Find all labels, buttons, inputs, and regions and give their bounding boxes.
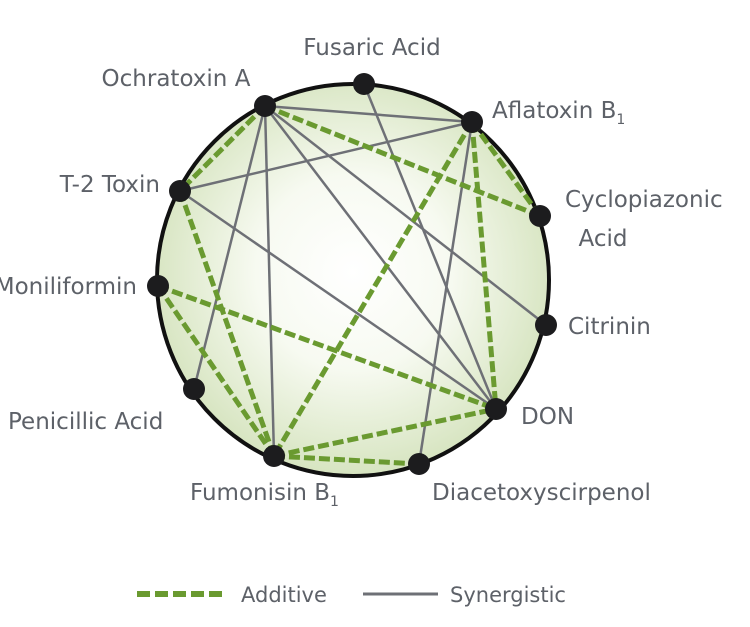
edge-synergistic-aflatoxin-diacetoxy: [417, 121, 474, 465]
edge-synergistic-fusaric-don: [362, 83, 498, 410]
labels-layer: Fusaric Acid Ochratoxin A Aflatoxin B1 T…: [0, 35, 723, 510]
edge-additive-moniliformin-fumonisin: [155, 284, 277, 458]
label-t2: T-2 Toxin: [59, 172, 160, 198]
edge-synergistic-ochratoxin-penicillic: [192, 105, 267, 390]
edge-additive-aflatoxin-don: [469, 121, 499, 410]
edge-additive-fumonisin-don: [273, 406, 497, 459]
nodes-layer: [147, 73, 557, 475]
label-cyclo: Cyclopiazonic: [565, 187, 723, 213]
edge-synergistic-aflatoxin-t2: [179, 120, 473, 193]
edge-additive-fumonisin-diacetoxy: [273, 453, 420, 467]
legend-additive-label: Additive: [241, 583, 327, 607]
node-ochratoxin: [254, 95, 276, 117]
node-citrinin: [535, 314, 557, 336]
node-t2: [169, 180, 191, 202]
legend-synergistic-label: Synergistic: [450, 583, 566, 607]
label-moniliformin: Moniliformin: [0, 274, 137, 300]
edge-synergistic-ochratoxin-aflatoxin: [264, 104, 473, 124]
node-moniliformin: [147, 275, 169, 297]
node-cyclo: [529, 205, 551, 227]
label-aflatoxin: Aflatoxin B1: [492, 98, 625, 128]
edge-additive-aflatoxin-cyclo: [469, 120, 543, 218]
edge-synergistic-ochratoxin-fumonisin: [263, 105, 276, 457]
edge-additive-ochratoxin-cyclo: [264, 103, 541, 219]
node-don: [485, 398, 507, 420]
label-cyclo-line2: Acid: [579, 226, 628, 252]
label-penicillic: Penicillic Acid: [8, 409, 163, 435]
edge-synergistic-t2-don: [179, 189, 497, 411]
edge-synergistic-ochratoxin-citrinin: [264, 105, 547, 326]
label-fusaric: Fusaric Acid: [303, 35, 440, 61]
node-penicillic: [183, 378, 205, 400]
label-fumonisin: Fumonisin B1: [190, 480, 339, 510]
label-diacetoxy: Diacetoxyscirpenol: [432, 480, 651, 506]
node-diacetoxy: [408, 453, 430, 475]
edge-additive-aflatoxin-fumonisin: [271, 120, 475, 458]
edge-additive-ochratoxin-t2: [178, 104, 267, 193]
label-citrinin: Citrinin: [568, 314, 651, 340]
node-aflatoxin: [461, 111, 483, 133]
node-fumonisin: [263, 445, 285, 467]
edges-layer: [155, 83, 547, 467]
edge-additive-t2-fumonisin: [177, 190, 277, 457]
node-fusaric: [353, 73, 375, 95]
legend: Additive Synergistic: [137, 583, 566, 607]
label-don: DON: [521, 404, 574, 430]
edge-synergistic-ochratoxin-don: [264, 105, 497, 410]
label-ochratoxin: Ochratoxin A: [102, 66, 251, 92]
